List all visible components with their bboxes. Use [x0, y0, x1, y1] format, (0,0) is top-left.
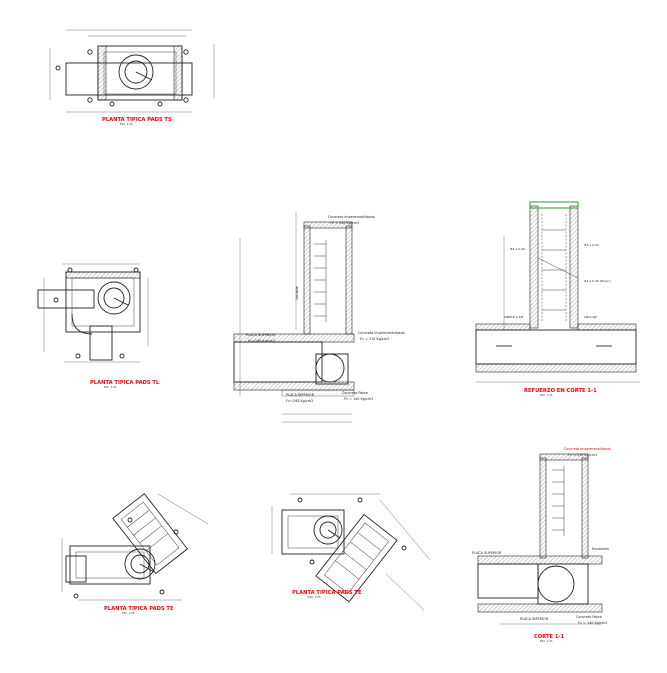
- note-tapa-b: Concreto impermeabilizado: [564, 447, 611, 451]
- view-scale-te-b: ESC. 1:25: [308, 595, 321, 599]
- view-plan-te-a: PLANTA TIPICA PADS TE ESC. 1:25: [61, 493, 209, 615]
- note-muro-fc: f'c = 210 Kg/cm2: [360, 337, 389, 341]
- note-solado: Concreto Pobre: [342, 391, 368, 395]
- note-losa-superior: PLACA SUPERIOR: [246, 333, 276, 337]
- view-title-reinforcement: REFUERZO EN CORTE 1-1: [524, 388, 597, 394]
- note-losa-inferior-b: PLACA INFERIOR: [520, 617, 549, 621]
- note-varilla-2: #3 a 0.20: [584, 243, 599, 247]
- view-title-corte: CORTE 1-1: [534, 634, 565, 640]
- note-varilla-3: #4 a 0.20 (Horiz.): [584, 279, 611, 283]
- view-plan-tl: PLANTA TIPICA PADS TL ESC. 1:25: [37, 263, 160, 389]
- note-variable: Variable: [295, 286, 299, 300]
- note-losa-inferior: PLACA INFERIOR: [286, 393, 315, 397]
- view-section-reinforcement: #4 a 0.20 #3 a 0.20 #4 a 0.20 (Horiz.) S…: [475, 201, 640, 397]
- view-plan-te-b: PLANTA TIPICA PADS TE ESC. 1:25: [271, 493, 431, 611]
- note-tapa-fc: f'c = 210 Kg/cm2: [330, 221, 359, 225]
- note-varilla-4: SIMPLE ø 3/8: [504, 315, 523, 319]
- note-losa-inferior-fc: f'c=245 Kg/cm2: [286, 399, 313, 403]
- note-escalones: Escalones: [592, 547, 609, 551]
- view-plan-ts: PLANTA TIPICA PADS TS ESC. 1:25: [49, 29, 215, 126]
- view-section-corte: Concreto impermeabilizado f'c = 210 Kg/c…: [472, 447, 611, 643]
- note-varilla-1: #4 a 0.20: [510, 247, 525, 251]
- view-title-ts: PLANTA TIPICA PADS TS: [102, 117, 172, 123]
- view-scale-te-a: ESC. 1:25: [122, 611, 135, 615]
- view-title-te-b: PLANTA TIPICA PADS TE: [292, 590, 362, 596]
- note-tapa: Concreto impermeabilizado: [328, 215, 375, 219]
- note-solado-b: Concreto Pobre: [576, 615, 602, 619]
- view-title-te-a: PLANTA TIPICA PADS TE: [104, 606, 174, 612]
- view-scale-reinforcement: ESC. 1:25: [540, 393, 553, 397]
- note-losa-superior-fc: f'c=245 Kg/cm2: [248, 339, 275, 343]
- note-solado-b-fc: f'c = 140 Kg/cm2: [578, 621, 607, 625]
- note-solado-fc: f'c = 140 Kg/cm2: [344, 397, 373, 401]
- note-muro: Concreto impermeabilizado: [358, 331, 405, 335]
- note-tapa-b-fc: f'c = 210 Kg/cm2: [568, 453, 597, 457]
- note-losa-superior-b: PLACA SUPERIOR: [472, 551, 502, 555]
- view-scale-tl: ESC. 1:25: [104, 385, 117, 389]
- view-title-tl: PLANTA TIPICA PADS TL: [90, 380, 160, 386]
- view-scale-corte: ESC. 1:25: [540, 639, 553, 643]
- note-varilla-5: ANCLAJE: [584, 315, 597, 319]
- view-section-center: Concreto impermeabilizado f'c = 210 Kg/c…: [233, 212, 405, 423]
- view-scale-ts: ESC. 1:25: [120, 122, 133, 126]
